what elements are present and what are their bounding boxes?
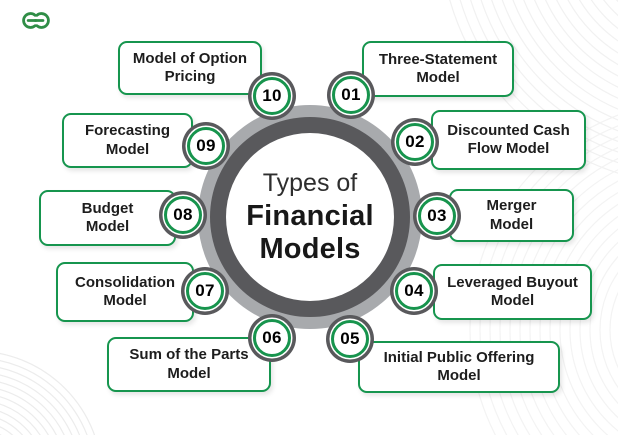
label-line: Merger xyxy=(486,197,537,215)
label-line: Model xyxy=(437,367,481,384)
label-line: Model xyxy=(490,292,535,309)
badge-number: 07 xyxy=(186,272,224,310)
model-box-label: Model of Option Pricing xyxy=(133,50,247,87)
label-line: Initial Public Offering xyxy=(383,348,535,366)
number-badge-10: 10 xyxy=(248,72,296,120)
number-badge-06: 06 xyxy=(248,314,296,362)
model-box-label: Sum of the Parts Model xyxy=(129,346,248,383)
model-box-discounted-cash-flow: Discounted Cash Flow Model xyxy=(431,110,586,170)
label-line: Model xyxy=(103,292,147,309)
label-line: Model of Option xyxy=(132,49,248,67)
model-box-option-pricing: Model of Option Pricing xyxy=(118,41,262,95)
number-badge-07: 07 xyxy=(181,267,229,315)
label-line: Consolidation xyxy=(75,273,175,291)
number-badge-03: 03 xyxy=(413,192,461,240)
title-line-bold-2: Models xyxy=(259,233,361,265)
badge-number: 08 xyxy=(164,196,202,234)
label-line: Model xyxy=(489,215,534,233)
badge-number: 09 xyxy=(187,127,225,165)
number-badge-09: 09 xyxy=(182,122,230,170)
badge-number: 02 xyxy=(396,123,434,161)
badge-number: 05 xyxy=(331,320,369,358)
label-line: Model xyxy=(167,364,211,382)
badge-number: 01 xyxy=(332,76,370,114)
label-line: Model xyxy=(85,218,130,235)
label-line: Model xyxy=(416,69,460,86)
model-box-three-statement: Three-Statement Model xyxy=(362,41,514,97)
model-box-initial-public-offering: Initial Public Offering Model xyxy=(358,341,560,393)
badge-number: 10 xyxy=(253,77,291,115)
title-line-small: Types of xyxy=(262,169,358,197)
number-badge-05: 05 xyxy=(326,315,374,363)
label-line: Forecasting xyxy=(84,122,171,140)
model-box-leveraged-buyout: Leveraged Buyout Model xyxy=(433,264,592,320)
diagram-title: Types of Financial Models xyxy=(246,168,374,266)
model-box-label: Discounted Cash Flow Model xyxy=(447,122,570,159)
model-box-sum-of-the-parts: Sum of the Parts Model xyxy=(107,337,271,392)
label-line: Leveraged Buyout xyxy=(447,273,578,291)
model-box-label: Budget Model xyxy=(82,200,134,237)
number-badge-02: 02 xyxy=(391,118,439,166)
label-line: Sum of the Parts xyxy=(129,346,249,364)
label-line: Flow Model xyxy=(467,140,550,157)
label-line: Discounted Cash xyxy=(447,121,570,139)
model-box-label: Consolidation Model xyxy=(75,274,175,311)
model-box-consolidation: Consolidation Model xyxy=(56,262,194,322)
number-badge-08: 08 xyxy=(159,191,207,239)
model-box-label: Merger Model xyxy=(486,197,536,234)
model-box-label: Forecasting Model xyxy=(85,122,170,159)
badge-number: 03 xyxy=(418,197,456,235)
title-line-bold-1: Financial xyxy=(246,200,374,232)
model-box-merger: Merger Model xyxy=(449,189,574,242)
model-box-label: Three-Statement Model xyxy=(379,51,497,88)
badge-number: 06 xyxy=(253,319,291,357)
model-box-forecasting: Forecasting Model xyxy=(62,113,193,168)
number-badge-04: 04 xyxy=(390,267,438,315)
number-badge-01: 01 xyxy=(327,71,375,119)
badge-number: 04 xyxy=(395,272,433,310)
label-line: Three-Statement xyxy=(378,50,498,68)
model-box-budget: Budget Model xyxy=(39,190,176,246)
label-line: Model xyxy=(105,140,150,158)
geeksforgeeks-logo-icon xyxy=(22,12,50,29)
label-line: Budget xyxy=(81,199,134,217)
label-line: Pricing xyxy=(164,68,216,85)
model-box-label: Initial Public Offering Model xyxy=(384,349,535,386)
model-box-label: Leveraged Buyout Model xyxy=(447,274,578,311)
central-circle: Types of Financial Models xyxy=(226,133,394,301)
